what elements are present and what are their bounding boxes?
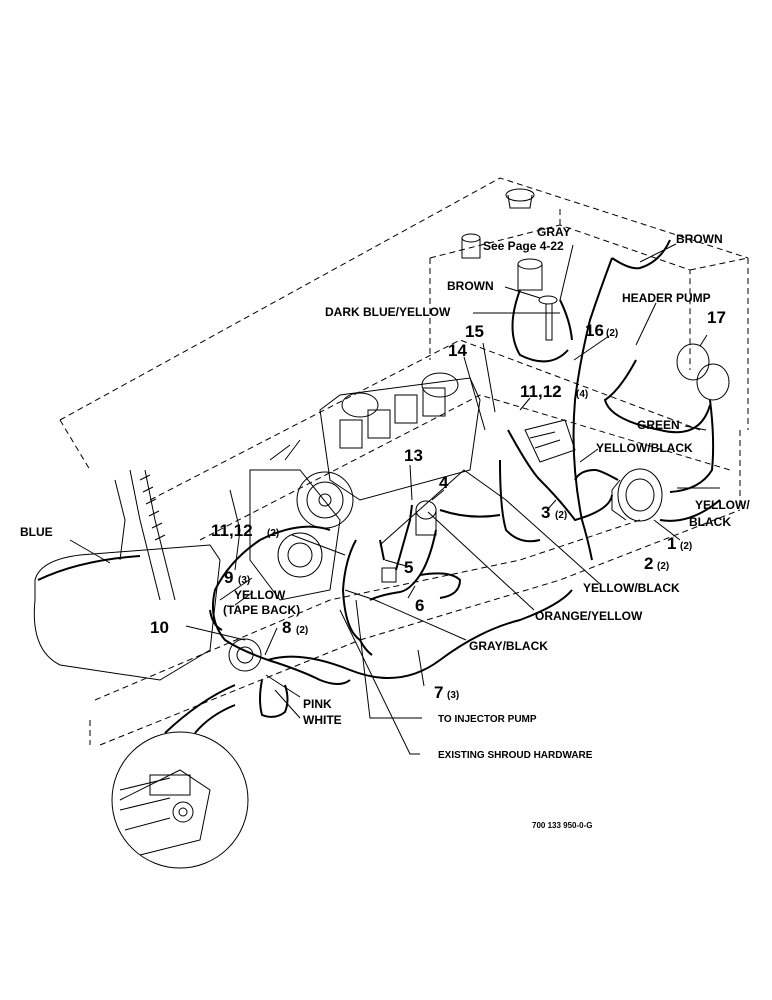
callout-6: 6 xyxy=(415,596,424,615)
callout-11-12-top: 11,12 xyxy=(520,382,562,401)
label-brown-top: BROWN xyxy=(676,232,723,246)
solenoid-component xyxy=(611,468,663,522)
callout-1: 1 xyxy=(667,534,676,553)
callout-10: 10 xyxy=(150,618,169,637)
qty-1: (2) xyxy=(680,541,692,552)
component-5 xyxy=(381,567,397,583)
label-yellow-black-3: YELLOW/BLACK xyxy=(583,581,680,595)
label-yellow: YELLOW xyxy=(234,588,286,602)
label-existing-shroud-hardware: EXISTING SHROUD HARDWARE xyxy=(438,750,593,761)
callout-13: 13 xyxy=(404,446,423,465)
qty-9: (3) xyxy=(238,575,250,586)
label-gray-black: GRAY/BLACK xyxy=(469,639,548,653)
label-blue: BLUE xyxy=(20,525,53,539)
callout-16: 16 xyxy=(585,321,604,340)
label-gray: GRAY xyxy=(537,225,571,239)
callout-7: 7 xyxy=(434,683,443,702)
label-dark-blue-yellow: DARK BLUE/YELLOW xyxy=(325,305,451,319)
callout-labels: GRAY BROWN See Page 4-22 BROWN HEADER PU… xyxy=(20,225,750,830)
callout-2: 2 xyxy=(644,554,653,573)
callout-9: 9 xyxy=(224,568,233,587)
qty-11-12-top: (4) xyxy=(576,389,588,400)
machine-frame-outline xyxy=(59,177,749,746)
wire-harness xyxy=(209,239,721,718)
qty-8: (2) xyxy=(296,625,308,636)
callout-15: 15 xyxy=(465,322,484,341)
callout-5: 5 xyxy=(404,558,413,577)
label-brown-left: BROWN xyxy=(447,279,494,293)
relay-box xyxy=(524,419,576,463)
label-yellow-black-2b: BLACK xyxy=(689,515,731,529)
part-number: 700 133 950-0-G xyxy=(532,821,593,830)
label-tape-back: (TAPE BACK) xyxy=(223,603,300,617)
callout-4: 4 xyxy=(439,473,449,492)
label-white: WHITE xyxy=(303,713,342,727)
leader-lines xyxy=(69,243,720,755)
label-green: GREEN xyxy=(637,418,680,432)
label-yellow-black-1: YELLOW/BLACK xyxy=(596,441,693,455)
engine-assembly xyxy=(249,372,481,601)
qty-16: (2) xyxy=(606,328,618,339)
left-lines xyxy=(114,469,241,601)
label-header-pump: HEADER PUMP xyxy=(622,291,711,305)
gauges xyxy=(676,343,730,401)
label-orange-yellow: ORANGE/YELLOW xyxy=(535,609,643,623)
qty-11-12-left: (2) xyxy=(267,528,279,539)
label-to-injector-pump: TO INJECTOR PUMP xyxy=(438,714,537,725)
callout-17: 17 xyxy=(707,308,726,327)
label-pink: PINK xyxy=(303,697,332,711)
callout-11-12-left: 11,12 xyxy=(211,521,253,540)
qty-7: (3) xyxy=(447,690,459,701)
callout-3: 3 xyxy=(541,503,550,522)
component-4 xyxy=(415,500,437,536)
label-see-page: See Page 4-22 xyxy=(483,239,564,253)
tank-fittings xyxy=(461,188,558,341)
callout-14: 14 xyxy=(448,341,467,360)
fuel-tank-left xyxy=(33,544,221,681)
detail-inset xyxy=(111,684,249,869)
qty-3: (2) xyxy=(555,510,567,521)
callout-8: 8 xyxy=(282,618,291,637)
qty-2: (2) xyxy=(657,561,669,572)
label-yellow-black-2a: YELLOW/ xyxy=(695,498,750,512)
